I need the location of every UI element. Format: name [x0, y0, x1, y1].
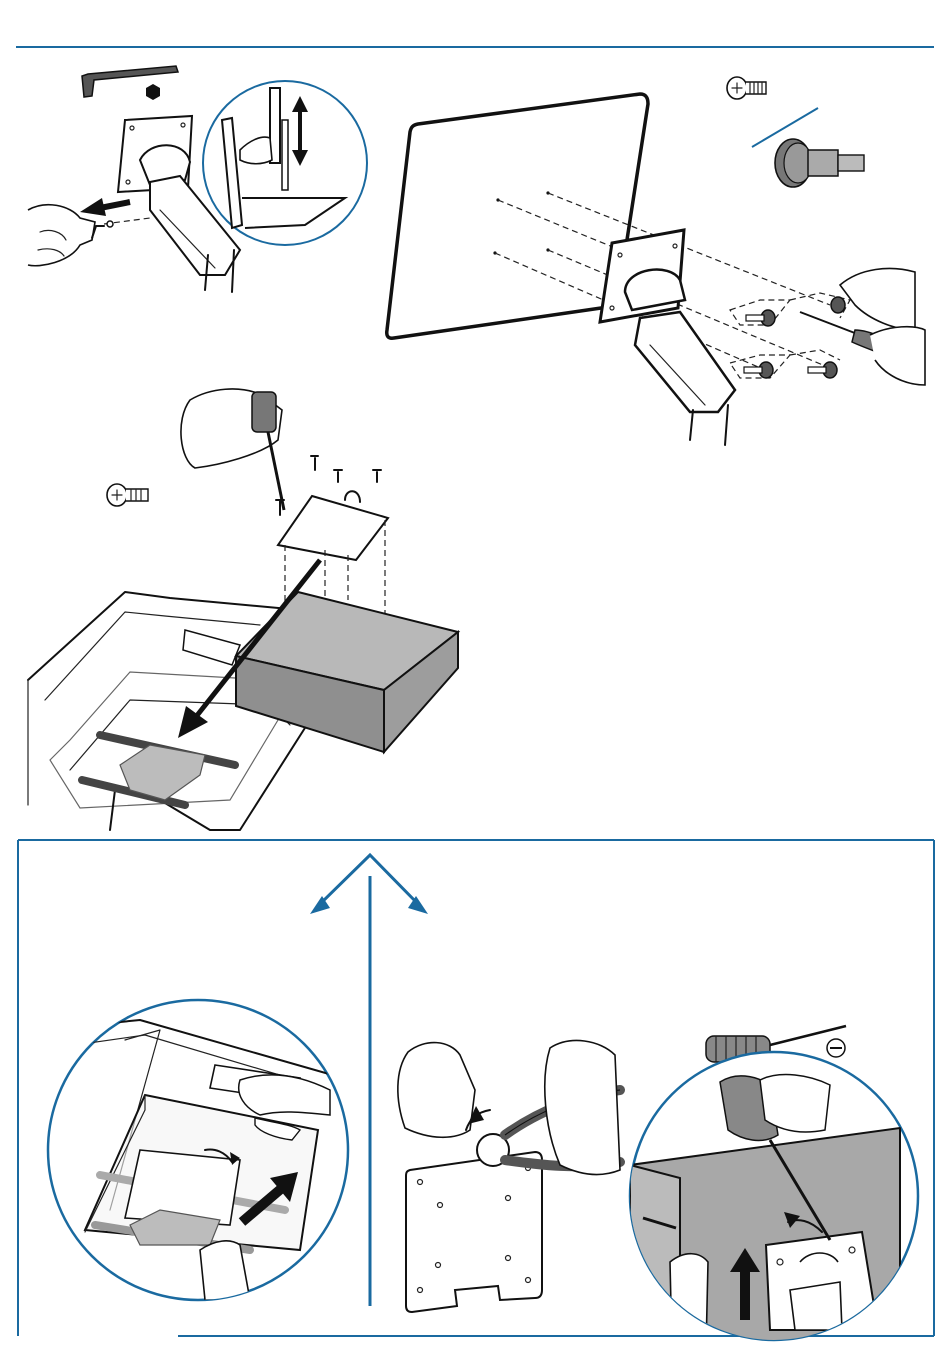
hex-key-icon — [82, 66, 178, 97]
mounting-plate — [278, 496, 388, 560]
hand-right — [545, 1041, 620, 1175]
phillips-screw-icon-small — [107, 484, 148, 506]
panel-break-tab-with-pliers — [398, 1041, 620, 1312]
hand-holding-key — [28, 205, 150, 266]
panel-slide-plate-into-bracket — [40, 1000, 350, 1300]
vesa-plate-front — [406, 1152, 542, 1312]
panel-remove-screw-adjust-height — [28, 66, 367, 292]
thumb-screw-icon — [775, 139, 864, 187]
hand-left — [398, 1043, 475, 1138]
flathead-slot-icon — [827, 1039, 845, 1057]
panel-release-plate-with-screwdriver — [630, 1026, 918, 1350]
hex-nut-icon — [146, 84, 160, 100]
accessory-box — [236, 592, 458, 752]
phillips-screw-icon — [727, 77, 766, 99]
detail-circle-height — [203, 81, 367, 245]
panel-mount-monitor-to-vesa-plate — [387, 77, 925, 445]
panel-mount-box-under-plate — [28, 389, 458, 830]
pull-out-arrow-icon — [80, 198, 130, 216]
thumb-screws-installed — [744, 297, 845, 378]
vesa-plate-with-arm — [600, 230, 735, 445]
hand-with-screwdriver-top — [181, 389, 284, 510]
plate-tab — [345, 491, 360, 502]
